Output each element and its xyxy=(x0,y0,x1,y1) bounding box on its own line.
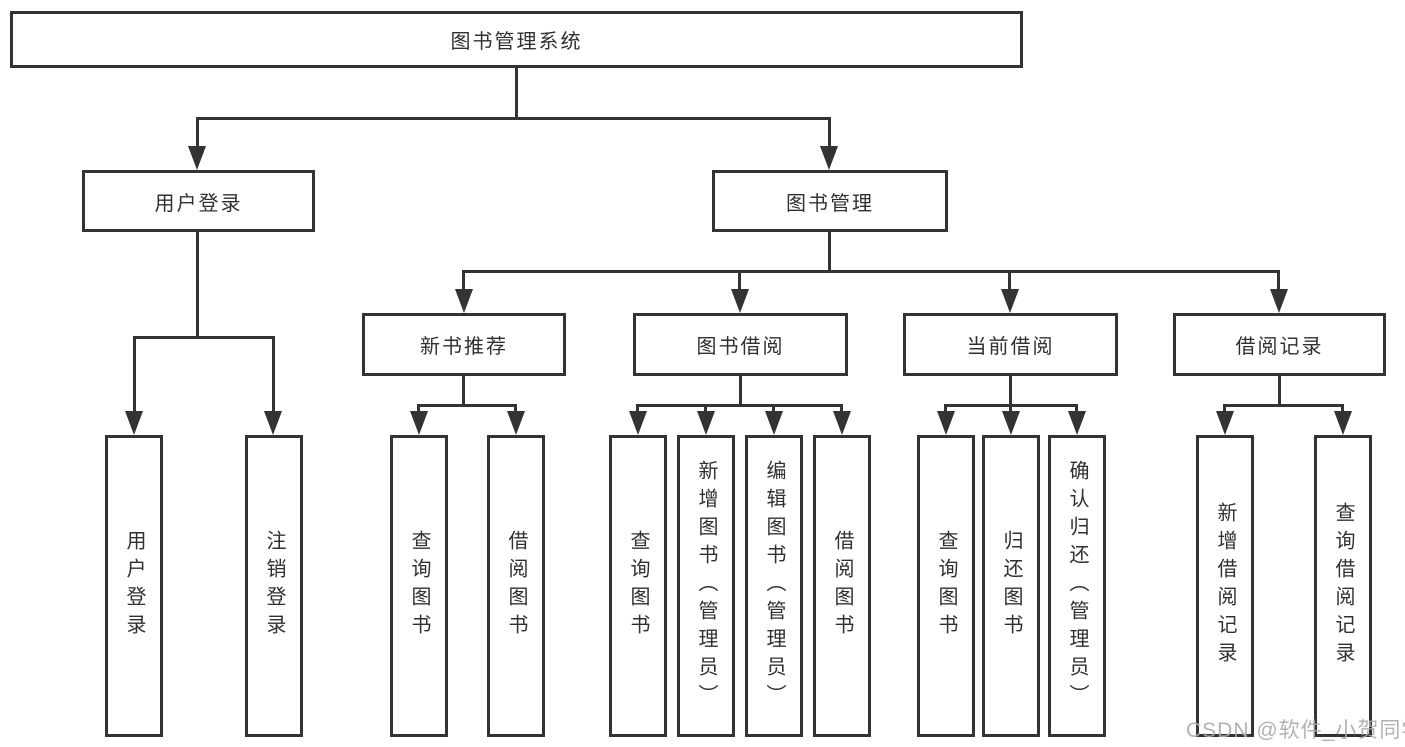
arrow-down-icon xyxy=(629,411,647,435)
arrow-down-icon xyxy=(731,289,749,313)
arrow-down-icon xyxy=(410,411,428,435)
node-root: 图书管理系统 xyxy=(10,11,1023,68)
arrow-down-icon xyxy=(937,411,955,435)
node-borrow-books-borrowing-label: 借阅图书 xyxy=(831,530,853,642)
arrow-down-icon xyxy=(820,146,838,170)
node-borrowing-records-label: 借阅记录 xyxy=(1235,336,1324,358)
node-borrow-books-borrowing: 借阅图书 xyxy=(813,435,871,737)
node-query-borrow-record: 查询借阅记录 xyxy=(1314,435,1372,737)
arrow-down-icon xyxy=(1216,411,1234,435)
connector-records-hline xyxy=(1223,404,1344,407)
connector-newbook-hline xyxy=(417,404,517,407)
connector-userlogin-stub2 xyxy=(272,336,275,428)
node-query-books-current-label: 查询图书 xyxy=(935,530,957,642)
node-root-label: 图书管理系统 xyxy=(450,31,583,53)
node-add-borrow-record-label: 新增借阅记录 xyxy=(1214,502,1236,670)
arrow-down-icon xyxy=(264,411,282,435)
connector-borrowing-hline xyxy=(636,404,843,407)
arrow-down-icon xyxy=(1002,411,1020,435)
connector-root-vline xyxy=(515,67,518,119)
node-borrow-books-recommend-label: 借阅图书 xyxy=(505,530,527,642)
node-book-management: 图书管理 xyxy=(712,170,948,232)
connector-records-vline xyxy=(1278,376,1281,407)
node-add-books-admin: 新增图书（管理员） xyxy=(677,435,735,737)
node-edit-books-admin: 编辑图书（管理员） xyxy=(745,435,803,737)
node-query-books-recommend: 查询图书 xyxy=(390,435,448,737)
arrow-down-icon xyxy=(455,289,473,313)
node-add-borrow-record: 新增借阅记录 xyxy=(1196,435,1254,737)
connector-newbook-vline xyxy=(462,376,465,407)
node-query-books-recommend-label: 查询图书 xyxy=(408,530,430,642)
node-user-login-leaf: 用户登录 xyxy=(105,435,163,737)
node-return-books-label: 归还图书 xyxy=(1000,530,1022,642)
connector-bookmgmt-hline xyxy=(462,270,1280,273)
arrow-down-icon xyxy=(125,411,143,435)
node-current-borrowing-label: 当前借阅 xyxy=(966,336,1055,358)
node-current-borrowing: 当前借阅 xyxy=(903,313,1118,376)
connector-userlogin-hline xyxy=(133,336,275,339)
node-query-books-borrowing-label: 查询图书 xyxy=(627,530,649,642)
node-book-borrowing: 图书借阅 xyxy=(633,313,848,376)
node-query-borrow-record-label: 查询借阅记录 xyxy=(1332,502,1354,670)
node-new-book-recommendation-label: 新书推荐 xyxy=(420,336,508,358)
connector-userlogin-stub1 xyxy=(133,336,136,428)
node-book-borrowing-label: 图书借阅 xyxy=(696,336,785,358)
node-add-books-admin-label: 新增图书（管理员） xyxy=(695,460,717,712)
node-borrow-books-recommend: 借阅图书 xyxy=(487,435,545,737)
node-confirm-return-admin: 确认归还（管理员） xyxy=(1048,435,1106,737)
node-logout-leaf: 注销登录 xyxy=(245,435,303,737)
arrow-down-icon xyxy=(765,411,783,435)
node-user-login: 用户登录 xyxy=(82,170,315,232)
node-logout-leaf-label: 注销登录 xyxy=(263,530,285,642)
arrow-down-icon xyxy=(188,146,206,170)
node-query-books-borrowing: 查询图书 xyxy=(609,435,667,737)
node-book-management-label: 图书管理 xyxy=(786,192,874,215)
node-return-books: 归还图书 xyxy=(982,435,1040,737)
arrow-down-icon xyxy=(1334,411,1352,435)
arrow-down-icon xyxy=(1270,289,1288,313)
connector-current-vline xyxy=(1009,376,1012,407)
node-borrowing-records: 借阅记录 xyxy=(1173,313,1386,376)
node-new-book-recommendation: 新书推荐 xyxy=(362,313,566,376)
node-user-login-label: 用户登录 xyxy=(154,192,243,215)
node-user-login-leaf-label: 用户登录 xyxy=(123,530,145,642)
connector-bookmgmt-vline xyxy=(828,232,831,273)
arrow-down-icon xyxy=(1001,289,1019,313)
node-edit-books-admin-label: 编辑图书（管理员） xyxy=(763,460,785,712)
connector-userlogin-vline xyxy=(196,232,199,339)
connector-root-hline xyxy=(196,117,831,120)
csdn-watermark: CSDN @软件_小贺同学 xyxy=(1186,719,1405,742)
node-confirm-return-admin-label: 确认归还（管理员） xyxy=(1066,460,1088,712)
arrow-down-icon xyxy=(507,411,525,435)
connector-root-stub-right xyxy=(828,117,831,162)
connector-borrowing-vline xyxy=(739,376,742,407)
arrow-down-icon xyxy=(833,411,851,435)
connector-root-stub-left xyxy=(196,117,199,162)
arrow-down-icon xyxy=(1068,411,1086,435)
node-query-books-current: 查询图书 xyxy=(917,435,975,737)
arrow-down-icon xyxy=(697,411,715,435)
